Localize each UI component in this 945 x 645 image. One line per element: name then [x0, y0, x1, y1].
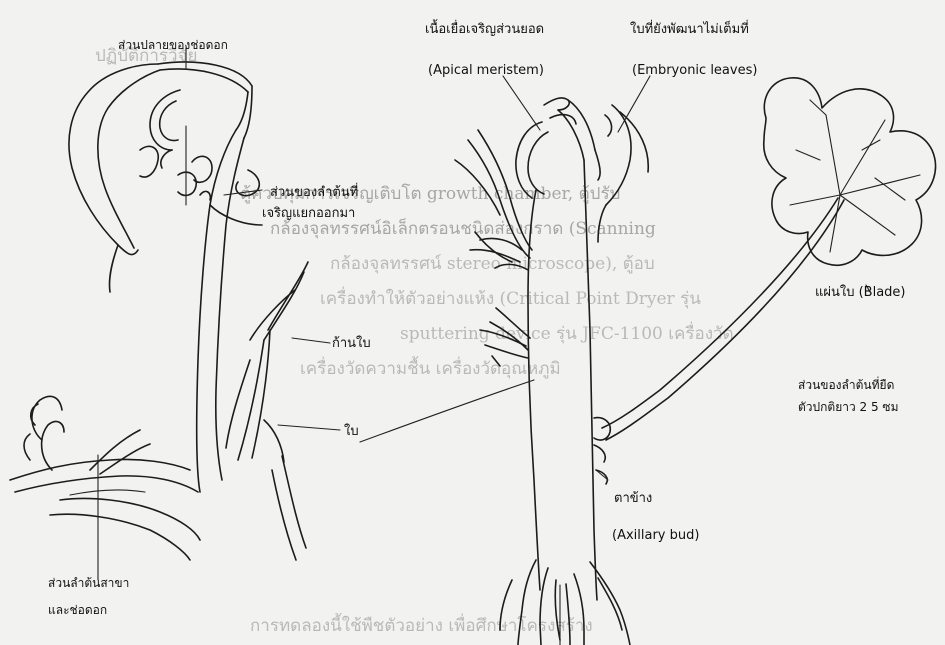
- label-branch-stem-line1: ส่วนลำต้นสาขา: [48, 576, 129, 590]
- label-axillary-bud-th: ตาข้าง: [614, 491, 652, 507]
- label-apical-meristem-th: เนื้อเยื่อเจริญส่วนยอด: [425, 22, 544, 38]
- label-axillary-bud-en: (Axillary bud): [612, 528, 699, 544]
- left-leaf-drawing: [226, 262, 308, 560]
- left-inflorescence-drawing: [69, 62, 262, 492]
- left-leader-lines: [186, 48, 340, 430]
- label-embryonic-leaves-th: ใบที่ยังพัฒนาไม่เต็มที่: [630, 22, 749, 38]
- label-blade: แผ่นใบ (Blade): [815, 285, 906, 301]
- label-embryonic-leaves-en: (Embryonic leaves): [632, 63, 757, 79]
- label-stem-segment-line2: ตัวปกติยาว 2 5 ซม: [798, 400, 898, 414]
- label-leaf: ใบ: [344, 424, 359, 440]
- label-stem-segment-line1: ส่วนของลำต้นที่ยืด: [798, 378, 894, 392]
- main-stem-drawing: [455, 98, 648, 645]
- label-branch-stem-line2: และช่อดอก: [48, 603, 107, 617]
- center-leader-lines: [360, 76, 650, 480]
- label-branch-line1: ส่วนของลำต้นที่: [270, 185, 358, 201]
- label-petiole: ก้านใบ: [332, 336, 371, 352]
- left-branch-drawing: [10, 396, 200, 580]
- label-inflorescence-tip: ส่วนปลายของช่อดอก: [118, 38, 228, 52]
- label-branch-line2: เจริญแยกออกมา: [262, 206, 355, 222]
- label-apical-meristem-en: (Apical meristem): [428, 63, 544, 79]
